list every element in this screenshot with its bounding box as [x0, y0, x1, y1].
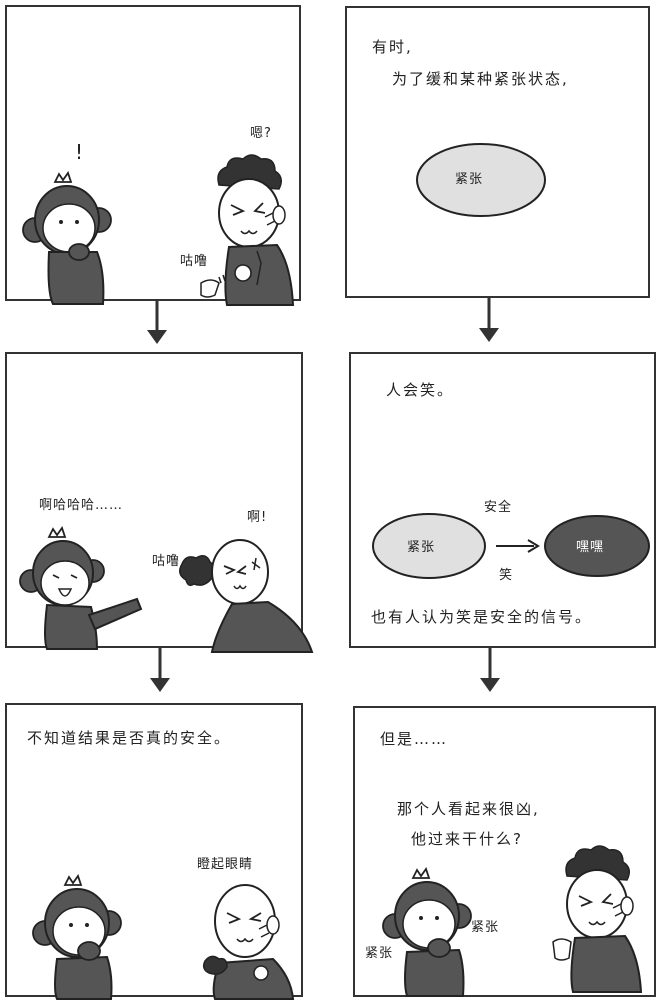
- panel-4-line-2: 也有人认为笑是安全的信号。: [371, 608, 593, 626]
- ah-text: 啊!: [247, 510, 268, 525]
- panel-6-line-2: 那个人看起来很凶,: [397, 800, 540, 818]
- question-bubble: 嗯?: [250, 126, 272, 141]
- panel-5: 不知道结果是否真的安全。 瞪起眼睛: [5, 703, 303, 1000]
- laugh-oval-label: 嘿嘿: [576, 540, 605, 555]
- tension-oval-small: [372, 513, 486, 579]
- laugh-label: 笑: [499, 568, 514, 583]
- panel-4-line-1: 人会笑。: [386, 381, 455, 399]
- down-arrow-4: [480, 648, 500, 692]
- girl-character: [22, 171, 112, 305]
- tension-oval-small-label: 紧张: [407, 540, 436, 555]
- staring-man: [202, 884, 295, 1000]
- laugh-oval: [544, 515, 650, 577]
- gulp-motion-mark: [200, 274, 226, 298]
- right-arrow: [496, 539, 540, 553]
- down-arrow-2: [479, 298, 499, 342]
- nervous-girl: [382, 867, 472, 997]
- gulp-sound: 咕噜: [152, 554, 181, 569]
- exclaim-mark: !: [75, 140, 86, 164]
- boy-character: [217, 154, 295, 306]
- covering-mouth-girl: [32, 874, 122, 1000]
- panel-2-line-1: 有时,: [372, 38, 413, 56]
- panel-1: ! 嗯? 咕噜: [5, 5, 301, 306]
- startled-man: [179, 539, 314, 653]
- laugh-text: 啊哈哈哈……: [39, 498, 124, 513]
- panel-2: 有时, 为了缓和某种紧张状态, 紧张: [345, 6, 650, 298]
- panel-5-line-1: 不知道结果是否真的安全。: [27, 729, 232, 747]
- down-arrow-1: [147, 300, 167, 344]
- panel-3: 啊哈哈哈…… 啊! 咕噜: [5, 352, 314, 653]
- down-arrow-3: [150, 648, 170, 692]
- safe-label: 安全: [484, 500, 513, 515]
- panel-6: 但是…… 那个人看起来很凶, 他过来干什么? 紧张 紧张: [353, 706, 656, 997]
- tense-label-left: 紧张: [365, 946, 394, 961]
- gulp-sound: 咕噜: [180, 254, 209, 269]
- tension-oval: [416, 143, 546, 217]
- stare-label: 瞪起眼睛: [197, 857, 254, 872]
- panel-2-line-2: 为了缓和某种紧张状态,: [392, 70, 569, 88]
- approaching-man: [552, 845, 643, 993]
- panel-6-line-1: 但是……: [380, 730, 449, 748]
- tense-label-right: 紧张: [471, 920, 500, 935]
- tension-oval-label: 紧张: [455, 172, 484, 187]
- panel-6-line-3: 他过来干什么?: [411, 830, 523, 848]
- laughing-girl: [19, 526, 143, 650]
- panel-4: 人会笑。 安全 紧张 笑 嘿嘿 也有人认为笑是安全的信号。: [349, 352, 656, 648]
